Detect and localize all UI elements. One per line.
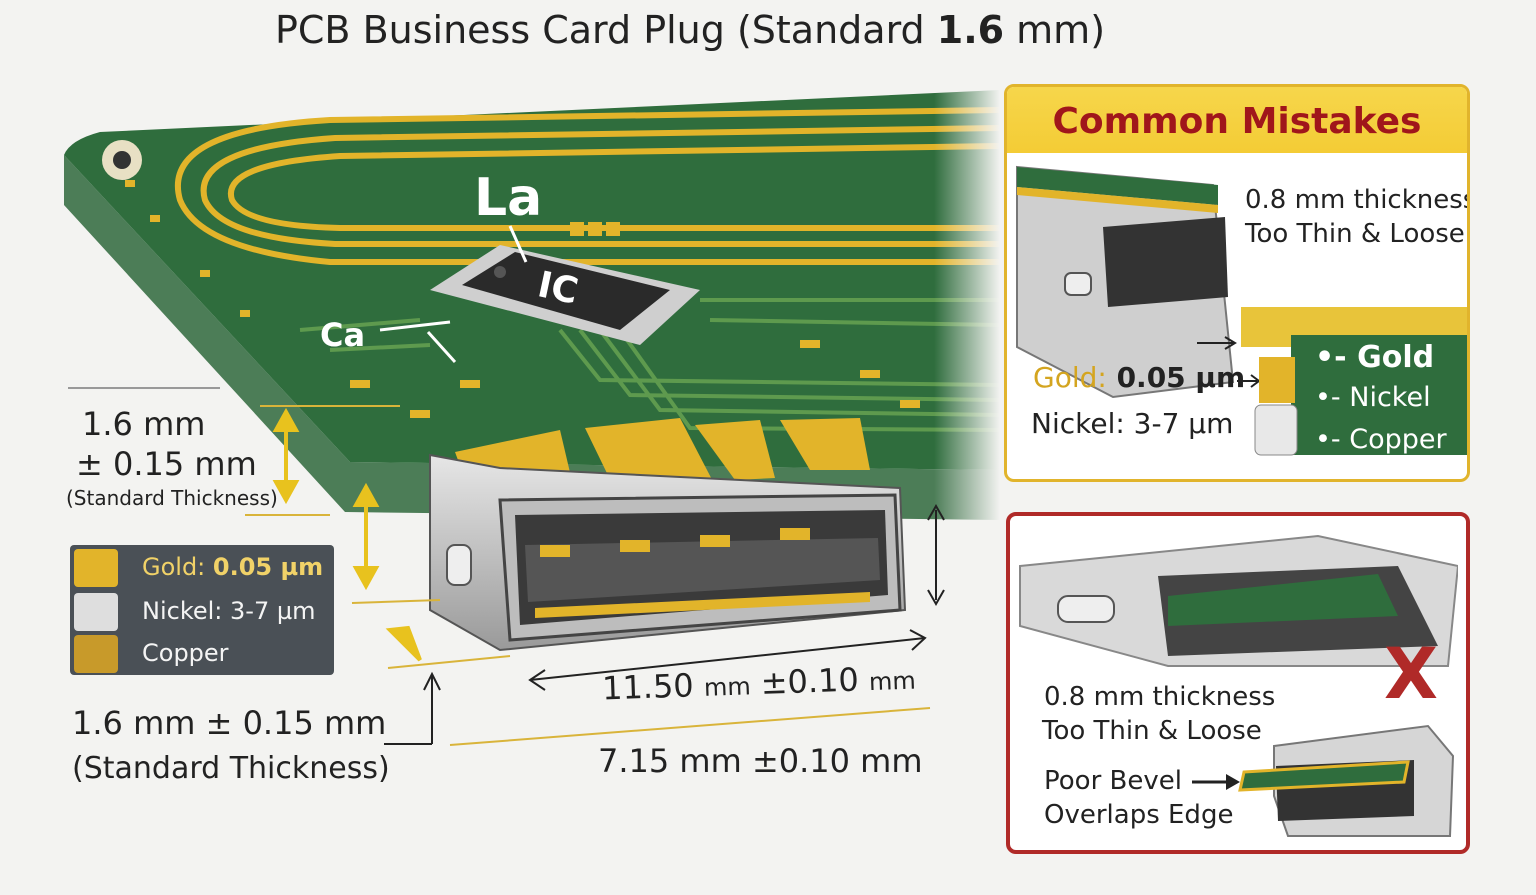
stack-copper-label: •- Copper: [1315, 424, 1447, 455]
thin-card-illustration: [1016, 165, 1235, 399]
plating-stack-illustration: [1197, 307, 1467, 456]
panel-heading: Common Mistakes: [1052, 101, 1422, 142]
ic-label: IC: [534, 264, 582, 313]
loose-card-illustration: [1019, 534, 1458, 667]
bevel-illustration: [1192, 724, 1455, 837]
depth-dimension: 7.15 mm ±0.10 mm: [598, 742, 923, 780]
legend-gold: Gold: 0.05 µm: [70, 547, 334, 587]
error-panel: X 0.8 mm thickness Too Thin & Loose Poor…: [1006, 512, 1470, 854]
stack-nickel-label: •- Nickel: [1315, 382, 1431, 413]
common-mistakes-panel: Common Mistakes 0.8 mm thickness Too Thi…: [1004, 84, 1470, 482]
thickness-label-bottom: 1.6 mm ± 0.15 mm (Standard Thickness): [72, 704, 390, 786]
stack-gold-label: •- Gold: [1315, 340, 1435, 375]
pcb-illustration: [64, 80, 1000, 746]
antenna-traces: [175, 107, 1000, 265]
thin-loose-text: Too Thin & Loose: [1245, 219, 1465, 249]
plating-legend: Gold: 0.05 µm Nickel: 3-7 µm Copper: [70, 545, 334, 675]
pcb-edge: [64, 155, 1000, 520]
ca-label: Ca: [320, 316, 366, 354]
la-label: La: [474, 168, 543, 228]
thickness-arrows: [272, 407, 422, 662]
error-x-mark: X: [1384, 633, 1438, 715]
thin-thickness-text: 0.8 mm thickness: [1245, 185, 1470, 215]
dimension-lines: [68, 387, 945, 746]
nickel-spec-text: Nickel: 3-7 µm: [1031, 407, 1234, 440]
thickness-label-top: 1.6 mm ± 0.15 mm (Standard Thickness): [66, 405, 278, 510]
bevel-text: Poor Bevel: [1044, 766, 1182, 796]
error-thin-text: 0.8 mm thickness: [1044, 682, 1276, 712]
legend-nickel: Nickel: 3-7 µm: [70, 591, 334, 631]
error-loose-text: Too Thin & Loose: [1042, 716, 1262, 746]
overlap-text: Overlaps Edge: [1044, 800, 1234, 830]
ic-chip: [430, 245, 700, 345]
gold-spec-text: Gold: 0.05 µm: [1033, 361, 1246, 394]
legend-copper: Copper: [70, 633, 334, 673]
page-title: PCB Business Card Plug (Standard 1.6 mm): [274, 8, 1106, 52]
